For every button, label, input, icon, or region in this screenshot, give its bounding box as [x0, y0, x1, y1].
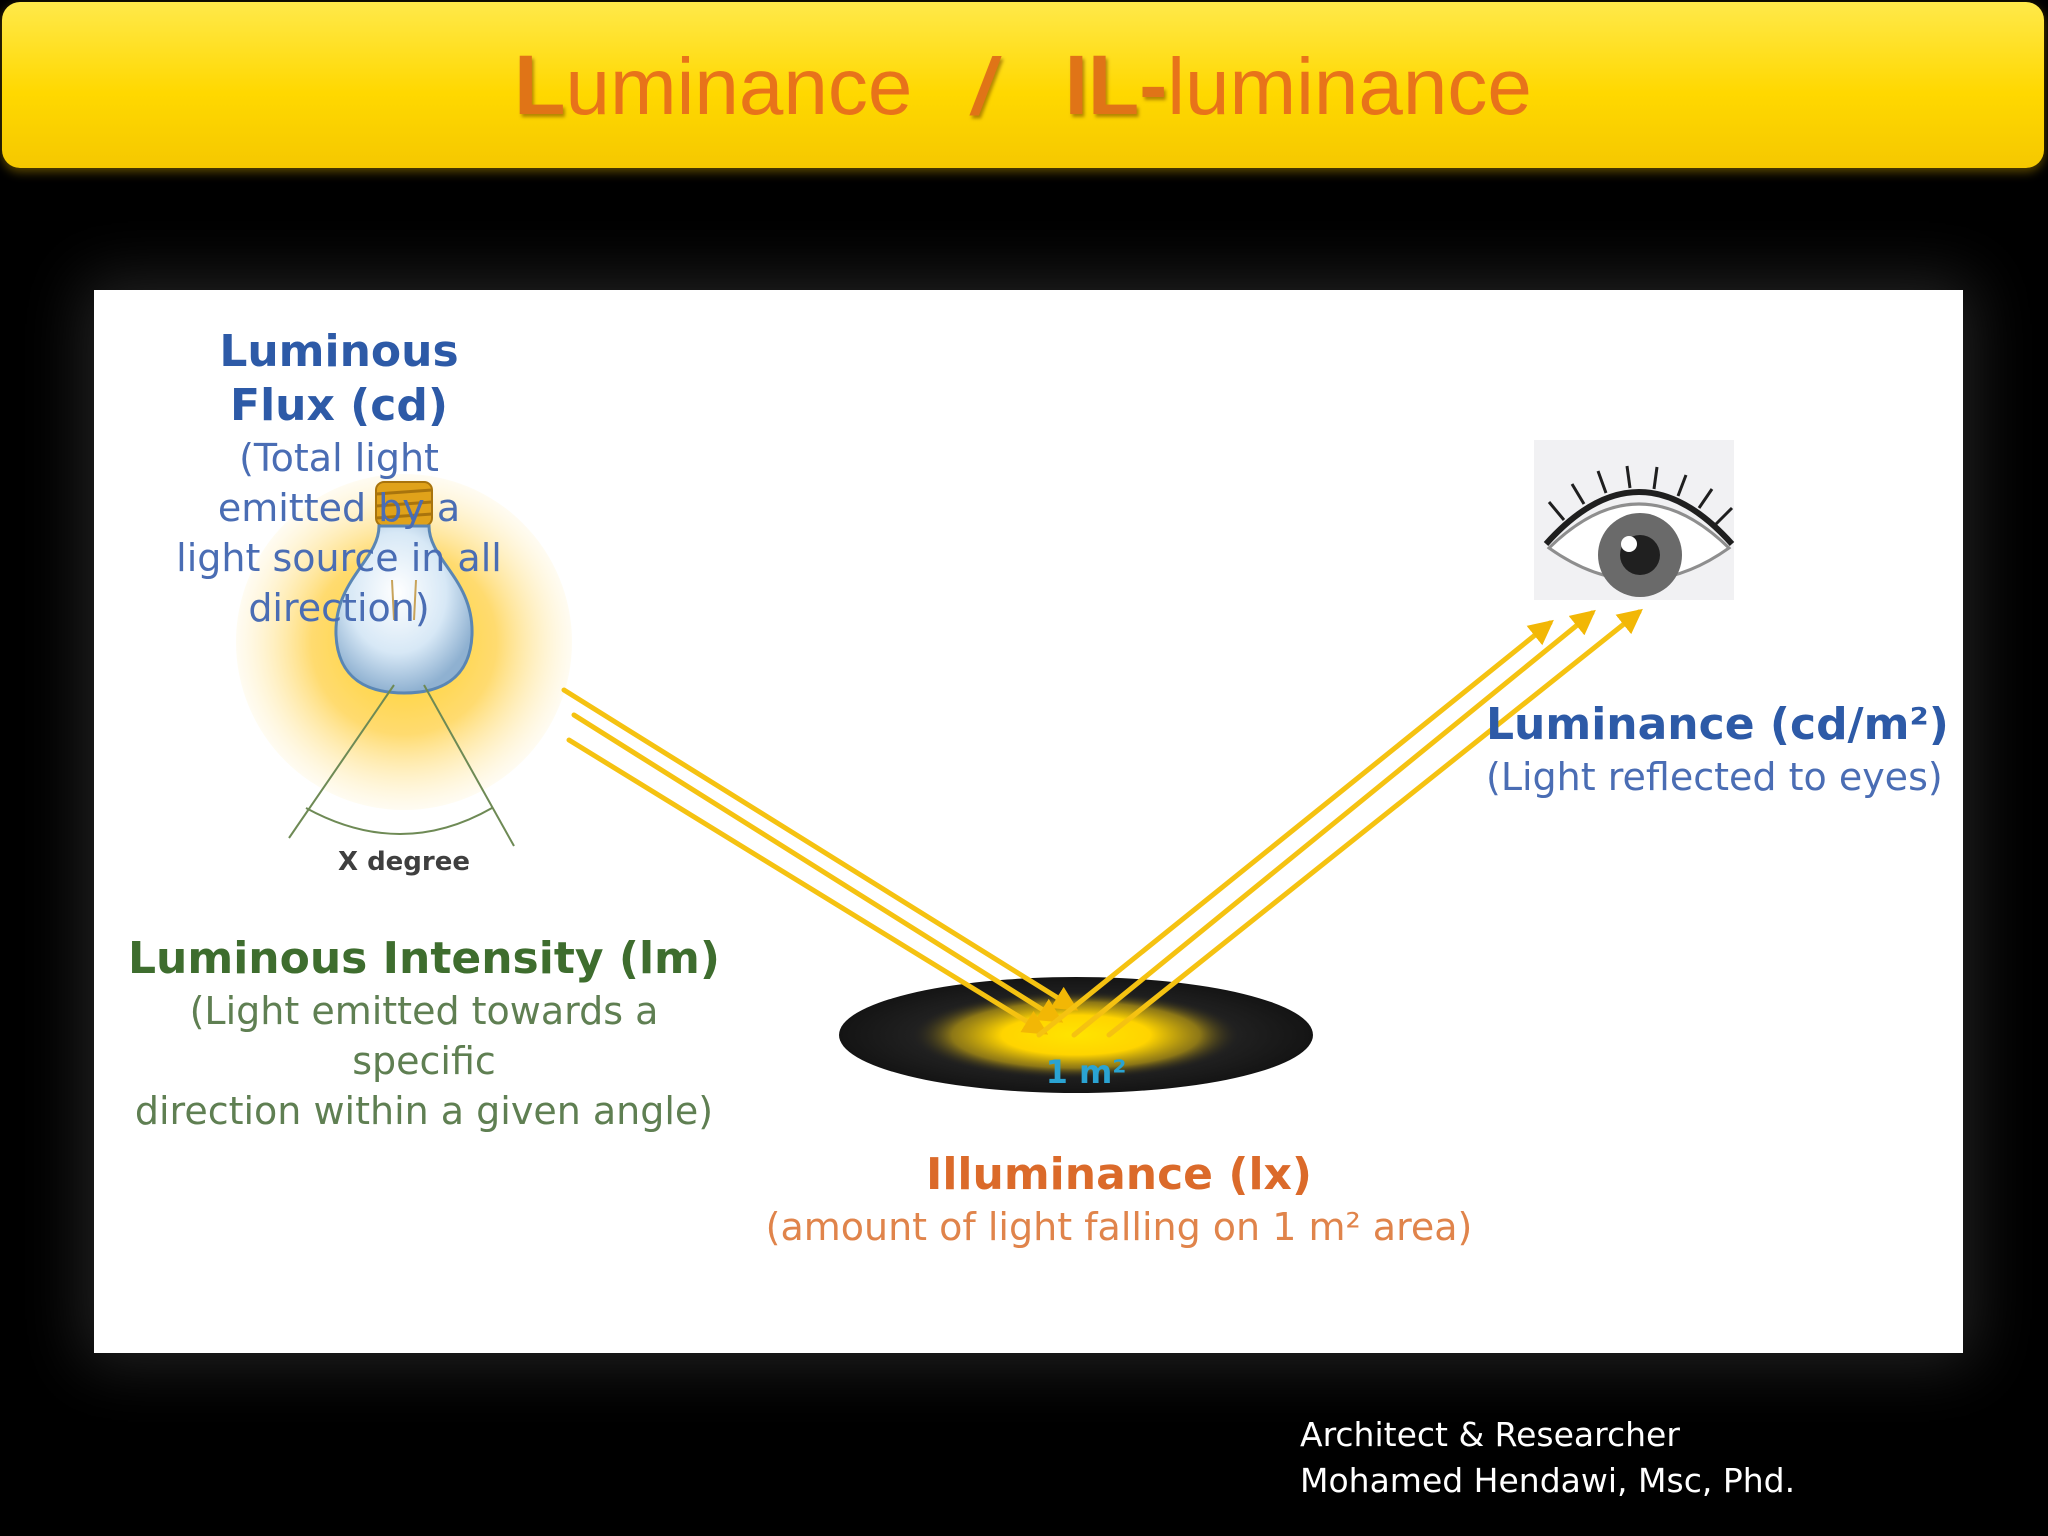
- title-il-prefix: IL-: [1064, 37, 1168, 132]
- slide-title: L uminance / IL- luminance: [514, 37, 1532, 134]
- flux-line-2: light source in all direction): [176, 536, 502, 630]
- reflected-rays: [1036, 608, 1643, 1038]
- flux-line-1: (Total light emitted by a: [217, 436, 461, 530]
- title-luminance: uminance: [565, 41, 913, 131]
- luminance-label: Luminance (cd/m²) (Light reflected to ey…: [1486, 698, 1961, 802]
- luminance-heading: Luminance (cd/m²): [1486, 699, 1949, 750]
- title-bar: L uminance / IL- luminance: [2, 2, 2044, 168]
- diagram-panel: X degree 1 m²: [94, 290, 1963, 1353]
- diagram-graphics: X degree 1 m²: [236, 440, 1735, 1093]
- author-credit: Architect & Researcher Mohamed Hendawi, …: [1300, 1412, 1795, 1504]
- area-label: 1 m²: [1046, 1053, 1127, 1091]
- title-letter-l: L: [514, 37, 566, 132]
- incoming-rays: [561, 687, 1079, 1035]
- luminance-line-1: (Light reflected to eyes): [1486, 755, 1943, 799]
- intensity-line-1: (Light emitted towards a specific: [189, 989, 659, 1083]
- light-bulb-icon: [334, 481, 474, 695]
- angle-arc: [305, 807, 493, 835]
- credit-line-2: Mohamed Hendawi, Msc, Phd.: [1300, 1461, 1796, 1500]
- title-illuminance: luminance: [1167, 41, 1532, 131]
- flux-heading: Luminous Flux (cd): [219, 326, 459, 431]
- illuminance-heading: Illuminance (lx): [925, 1149, 1313, 1200]
- credit-line-1: Architect & Researcher: [1300, 1415, 1680, 1454]
- intensity-label: Luminous Intensity (lm) (Light emitted t…: [114, 932, 734, 1136]
- title-slash: /: [972, 41, 995, 131]
- angle-label: X degree: [338, 847, 470, 877]
- flux-label: Luminous Flux (cd) (Total light emitted …: [164, 325, 514, 633]
- angle-line-left: [288, 684, 395, 839]
- eye-icon: [1534, 440, 1735, 600]
- intensity-line-2: direction within a given angle): [134, 1089, 714, 1133]
- illuminance-label: Illuminance (lx) (amount of light fallin…: [744, 1148, 1494, 1252]
- angle-line-right: [423, 684, 515, 847]
- illuminance-line-1: (amount of light falling on 1 m² area): [765, 1205, 1473, 1249]
- intensity-heading: Luminous Intensity (lm): [127, 933, 721, 984]
